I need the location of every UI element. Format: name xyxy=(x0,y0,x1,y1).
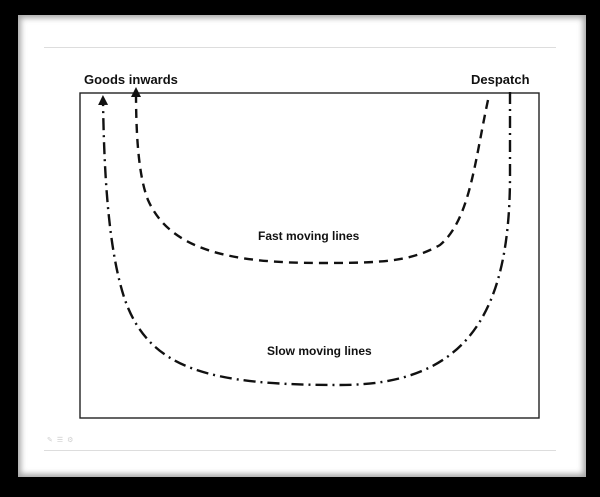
slide-bottom-divider xyxy=(44,450,556,451)
slow-moving-lines-label: Slow moving lines xyxy=(267,344,372,358)
goods-inwards-label: Goods inwards xyxy=(84,72,178,87)
despatch-label: Despatch xyxy=(471,72,530,87)
pen-icon[interactable]: ✎ xyxy=(47,437,53,444)
fast-moving-lines-label: Fast moving lines xyxy=(258,229,360,243)
slide-top-divider xyxy=(44,47,556,48)
menu-icon[interactable]: ☰ xyxy=(56,437,64,444)
slow-moving-path xyxy=(98,92,512,387)
fast-moving-path xyxy=(131,87,490,265)
slide-toolbar: ✎ ☰ ⚙ xyxy=(47,437,73,445)
warehouse-boundary xyxy=(79,92,540,419)
settings-icon[interactable]: ⚙ xyxy=(67,437,74,444)
